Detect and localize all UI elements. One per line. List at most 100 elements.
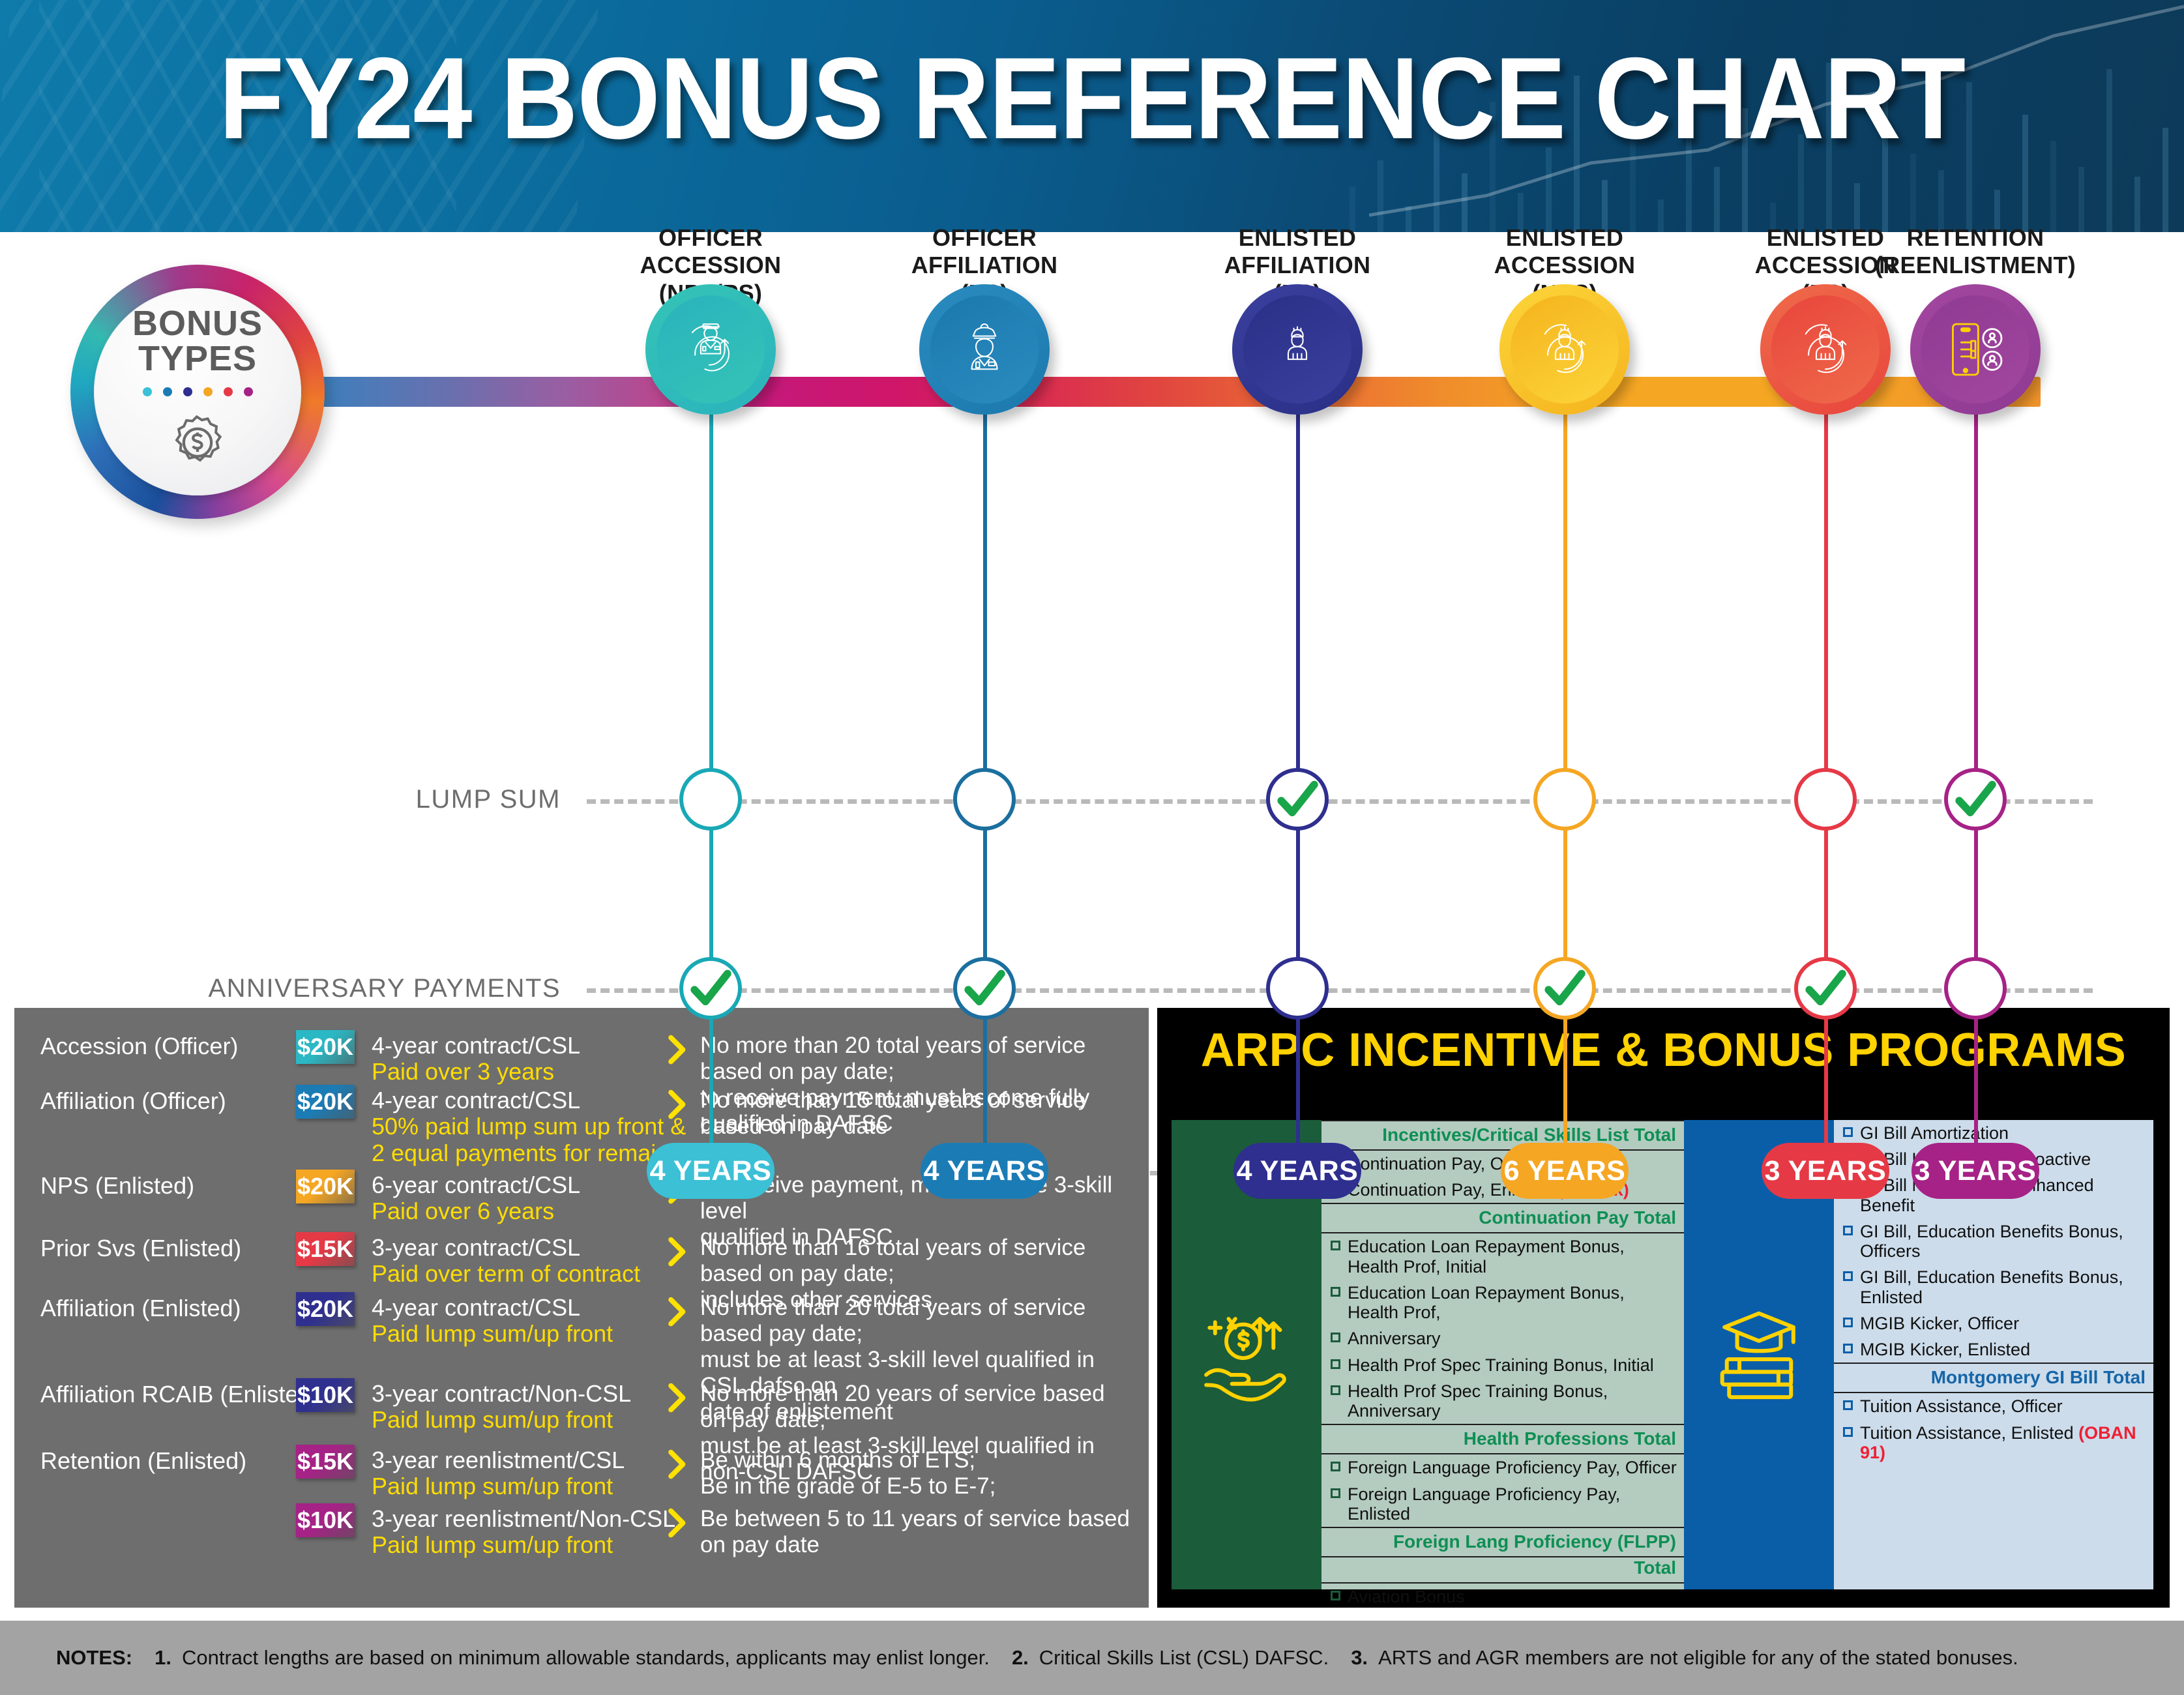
note-number-1: 2. — [1011, 1646, 1029, 1669]
checkbox-icon[interactable] — [1843, 1271, 1853, 1282]
medallion-dot-4 — [223, 387, 233, 396]
bonus-eligibility-5: No more than 20 years of service based o… — [700, 1381, 1105, 1484]
medallion-dot-3 — [203, 387, 213, 396]
checkbox-icon[interactable] — [1331, 1385, 1340, 1395]
enlisted-affiliation-icon[interactable] — [1232, 284, 1363, 415]
chevron-right-icon-3 — [666, 1236, 688, 1267]
list-item[interactable]: GI Bill, Education Benefits Bonus, Enlis… — [1834, 1264, 2153, 1310]
checkbox-icon[interactable] — [1843, 1127, 1853, 1137]
chevron-right-icon-7 — [666, 1507, 688, 1538]
column-title-line1: ENLISTED ACCESSION — [1494, 224, 1636, 279]
list-item[interactable]: Health Prof Spec Training Bonus, Anniver… — [1321, 1378, 1684, 1424]
enlisted-accession-ps-icon[interactable] — [1760, 284, 1891, 415]
note-number-0: 1. — [155, 1646, 171, 1669]
enlisted-accession-nps-icon[interactable] — [1499, 284, 1630, 415]
bonus-amount-badge-4: $20K — [296, 1292, 355, 1326]
officer-affiliation-icon[interactable] — [919, 284, 1050, 415]
checkbox-icon[interactable] — [1331, 1591, 1340, 1601]
list-item[interactable]: GI Bill Amortization — [1834, 1120, 2153, 1146]
list-item[interactable]: Health Prof Spec Training Bonus, Initial — [1321, 1352, 1684, 1378]
bonus-term-contract: 3-year reenlistment/Non-CSL — [372, 1505, 676, 1532]
list-item[interactable]: MGIB Kicker, Enlisted — [1834, 1336, 2153, 1363]
list-item[interactable]: Education Loan Repayment Bonus, Health P… — [1321, 1280, 1684, 1325]
bonus-amount-badge-5: $10K — [296, 1378, 355, 1412]
bonus-term-contract: 4-year contract/CSL — [372, 1087, 581, 1113]
column-title-line2: (REENLISTMENT) — [1874, 252, 2076, 279]
timeline-dashed-row-0 — [587, 799, 2093, 804]
column-title-5: RETENTION(REENLISTMENT) — [1865, 224, 2086, 280]
bonus-eligibility-6: Be within 6 months of ETS; Be in the gra… — [700, 1447, 996, 1499]
list-item-label: Education Loan Repayment Bonus, Health P… — [1348, 1237, 1625, 1276]
column-title-line1: OFFICER ACCESSION — [640, 224, 782, 279]
checkbox-icon[interactable] — [1843, 1400, 1853, 1411]
bonus-term-payment-0: Paid lump sum/up front — [372, 1320, 613, 1348]
lump-sum-marker-4 — [1794, 768, 1857, 831]
anniversary-marker-5 — [1944, 957, 2007, 1020]
row-label-1: ANNIVERSARY PAYMENTS — [208, 974, 561, 1003]
bonus-type-name-0: Accession (Officer) — [40, 1033, 239, 1059]
chevron-right-icon-1 — [666, 1089, 688, 1119]
bonus-type-name-3: Prior Svs (Enlisted) — [40, 1235, 242, 1261]
page-header: FY24 BONUS REFERENCE CHART — [0, 0, 2184, 232]
list-item[interactable]: Aviation Bonus — [1321, 1584, 1684, 1610]
list-item-label: GI Bill, Education Benefits Bonus, Enlis… — [1860, 1267, 2123, 1307]
checkbox-icon[interactable] — [1331, 1286, 1340, 1297]
checkbox-icon[interactable] — [1331, 1462, 1340, 1472]
bonus-type-name-6: Retention (Enlisted) — [40, 1447, 247, 1474]
checkbox-icon[interactable] — [1843, 1344, 1853, 1354]
bonus-term-payment-0: Paid lump sum/up front — [372, 1406, 613, 1434]
anniversary-marker-1 — [953, 957, 1016, 1020]
bonus-eligibility-4: No more than 20 total years of service b… — [700, 1295, 1095, 1424]
list-item[interactable]: Foreign Language Proficiency Pay, Office… — [1321, 1454, 1684, 1481]
bonus-amount-badge-3: $15K — [296, 1232, 355, 1266]
list-item[interactable]: MGIB Kicker, Officer — [1834, 1310, 2153, 1336]
list-item[interactable]: Foreign Language Proficiency Pay, Enlist… — [1321, 1481, 1684, 1527]
list-item[interactable]: Anniversary — [1321, 1325, 1684, 1351]
note-number-2: 3. — [1351, 1646, 1368, 1669]
checkbox-icon[interactable] — [1843, 1317, 1853, 1327]
retention-mobile-icon[interactable] — [1910, 284, 2041, 415]
bonus-type-name-1: Affiliation (Officer) — [40, 1087, 226, 1114]
column-title-2: ENLISTED AFFILIATION(PS) — [1187, 224, 1408, 307]
bonus-term-contract: 4-year contract/CSL — [372, 1294, 581, 1321]
list-item[interactable]: Education Loan Repayment Bonus, Health P… — [1321, 1233, 1684, 1279]
column-title-line1: RETENTION — [1906, 224, 2044, 251]
list-item-label: MGIB Kicker, Enlisted — [1860, 1340, 2031, 1360]
commitment-badge-2: 4 YEARS — [1233, 1143, 1361, 1199]
bonus-eligibility-7: Be between 5 to 11 years of service base… — [700, 1506, 1130, 1557]
list-item[interactable]: Tuition Assistance, Enlisted (OBAN 91) — [1834, 1420, 2153, 1466]
officer-accession-icon[interactable] — [645, 284, 776, 415]
bonus-summary-table: Accession (Officer) $20K 4-year contract/C… — [14, 1008, 1149, 1608]
bonus-amount-badge-6: $15K — [296, 1445, 355, 1479]
checkbox-icon[interactable] — [1331, 1333, 1340, 1343]
list-item-label: MGIB Kicker, Officer — [1860, 1313, 2020, 1333]
column-title-line1: ENLISTED AFFILIATION — [1224, 224, 1371, 279]
list-item[interactable]: Tuition Assistance, Officer — [1834, 1393, 2153, 1419]
medallion-dot-0 — [142, 387, 152, 396]
medallion-dot-2 — [183, 387, 192, 396]
notes-text: NOTES:1.Contract lengths are based on mi… — [0, 1646, 2018, 1670]
notes-bar: NOTES:1.Contract lengths are based on mi… — [0, 1621, 2184, 1695]
checkbox-icon[interactable] — [1843, 1426, 1853, 1437]
note-text-2: ARTS and AGR members are not eligible fo… — [1378, 1646, 2018, 1669]
bonus-amount-badge-1: $20K — [296, 1085, 355, 1119]
checkbox-icon[interactable] — [1331, 1359, 1340, 1369]
list-item[interactable]: GI Bill, Education Benefits Bonus, Offic… — [1834, 1218, 2153, 1264]
bonus-term-payment-0: Paid over 6 years — [372, 1198, 555, 1225]
checkbox-icon[interactable] — [1331, 1488, 1340, 1498]
node-inner — [1511, 295, 1619, 404]
checkbox-icon[interactable] — [1331, 1241, 1340, 1251]
checkbox-icon[interactable] — [1843, 1225, 1853, 1235]
lump-sum-marker-5 — [1944, 768, 2007, 831]
list-item-tag: (OBAN 91) — [1860, 1422, 2136, 1462]
chevron-right-icon-6 — [666, 1449, 688, 1479]
note-text-1: Critical Skills List (CSL) DAFSC. — [1039, 1646, 1329, 1669]
page-title: FY24 BONUS REFERENCE CHART — [218, 33, 1966, 163]
row-label-0: LUMP SUM — [415, 785, 561, 814]
bonus-term-contract: 4-year contract/CSL — [372, 1032, 581, 1059]
lump-sum-marker-2 — [1266, 768, 1329, 831]
node-inner — [1243, 295, 1351, 404]
